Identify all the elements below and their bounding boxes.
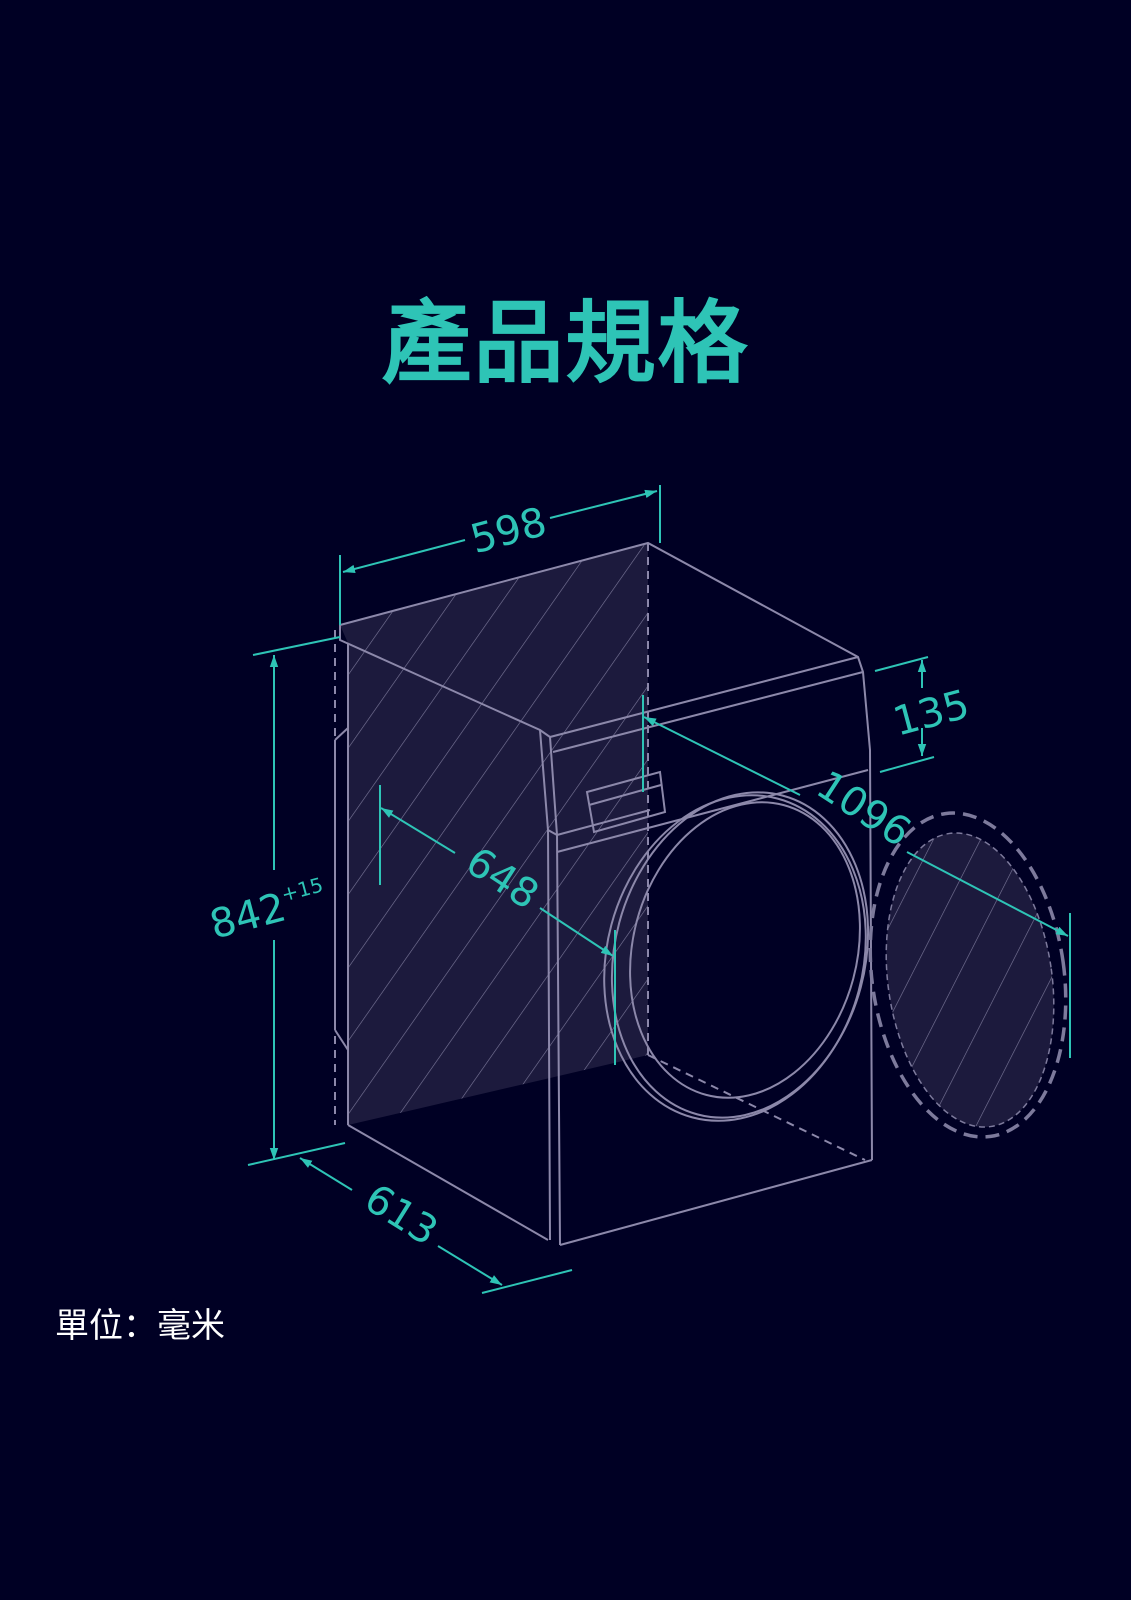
machine-body-outline xyxy=(334,541,873,1246)
hidden-edges xyxy=(334,543,866,1161)
top-panel-value: 135 xyxy=(888,681,974,745)
dimension-top-panel: 135 xyxy=(874,656,974,773)
height-value: 842 xyxy=(205,884,291,948)
dimension-depth: 613 xyxy=(299,1157,573,1294)
open-door xyxy=(868,811,1068,1139)
unit-label: 單位：毫米 xyxy=(55,1306,225,1346)
height-tolerance: +15 xyxy=(279,872,326,906)
depth-value: 613 xyxy=(356,1175,445,1254)
depth-door-open-value: 1096 xyxy=(808,762,918,856)
detergent-drawer xyxy=(585,770,667,834)
svg-text:842+15: 842+15 xyxy=(205,872,332,948)
dimension-height: 842+15 xyxy=(205,636,346,1166)
door-porthole xyxy=(603,791,870,1122)
side-panel-hatched xyxy=(340,543,648,1125)
page-title: 產品規格 xyxy=(381,291,750,396)
width-value: 598 xyxy=(466,499,552,563)
